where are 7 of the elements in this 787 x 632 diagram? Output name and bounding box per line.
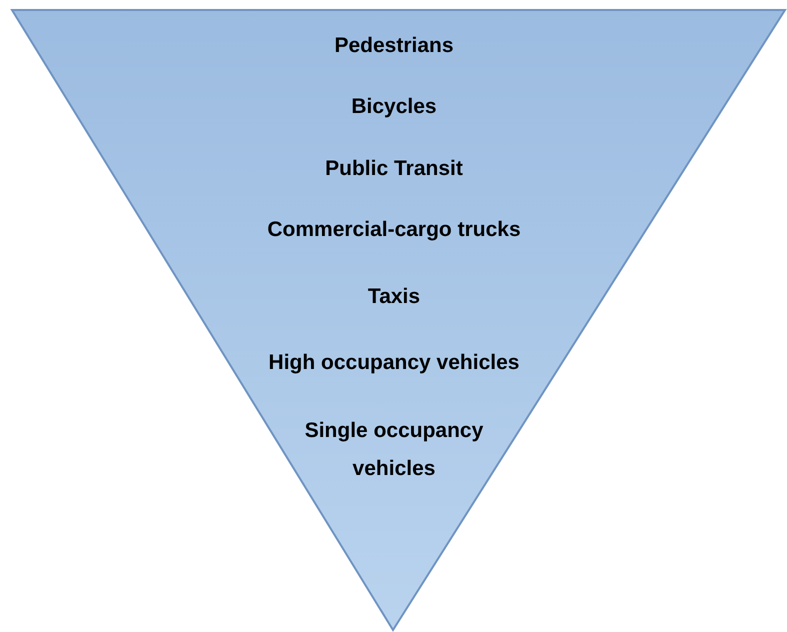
tier-label: Pedestrians xyxy=(334,33,454,59)
tier-label: Taxis xyxy=(368,284,420,310)
tier-label: Commercial-cargo trucks xyxy=(267,217,521,243)
tier-label: Public Transit xyxy=(325,156,463,182)
tier-label: High occupancy vehicles xyxy=(268,350,520,376)
tier-label: Single occupancy vehicles xyxy=(304,418,484,482)
tier-label: Bicycles xyxy=(351,94,437,120)
